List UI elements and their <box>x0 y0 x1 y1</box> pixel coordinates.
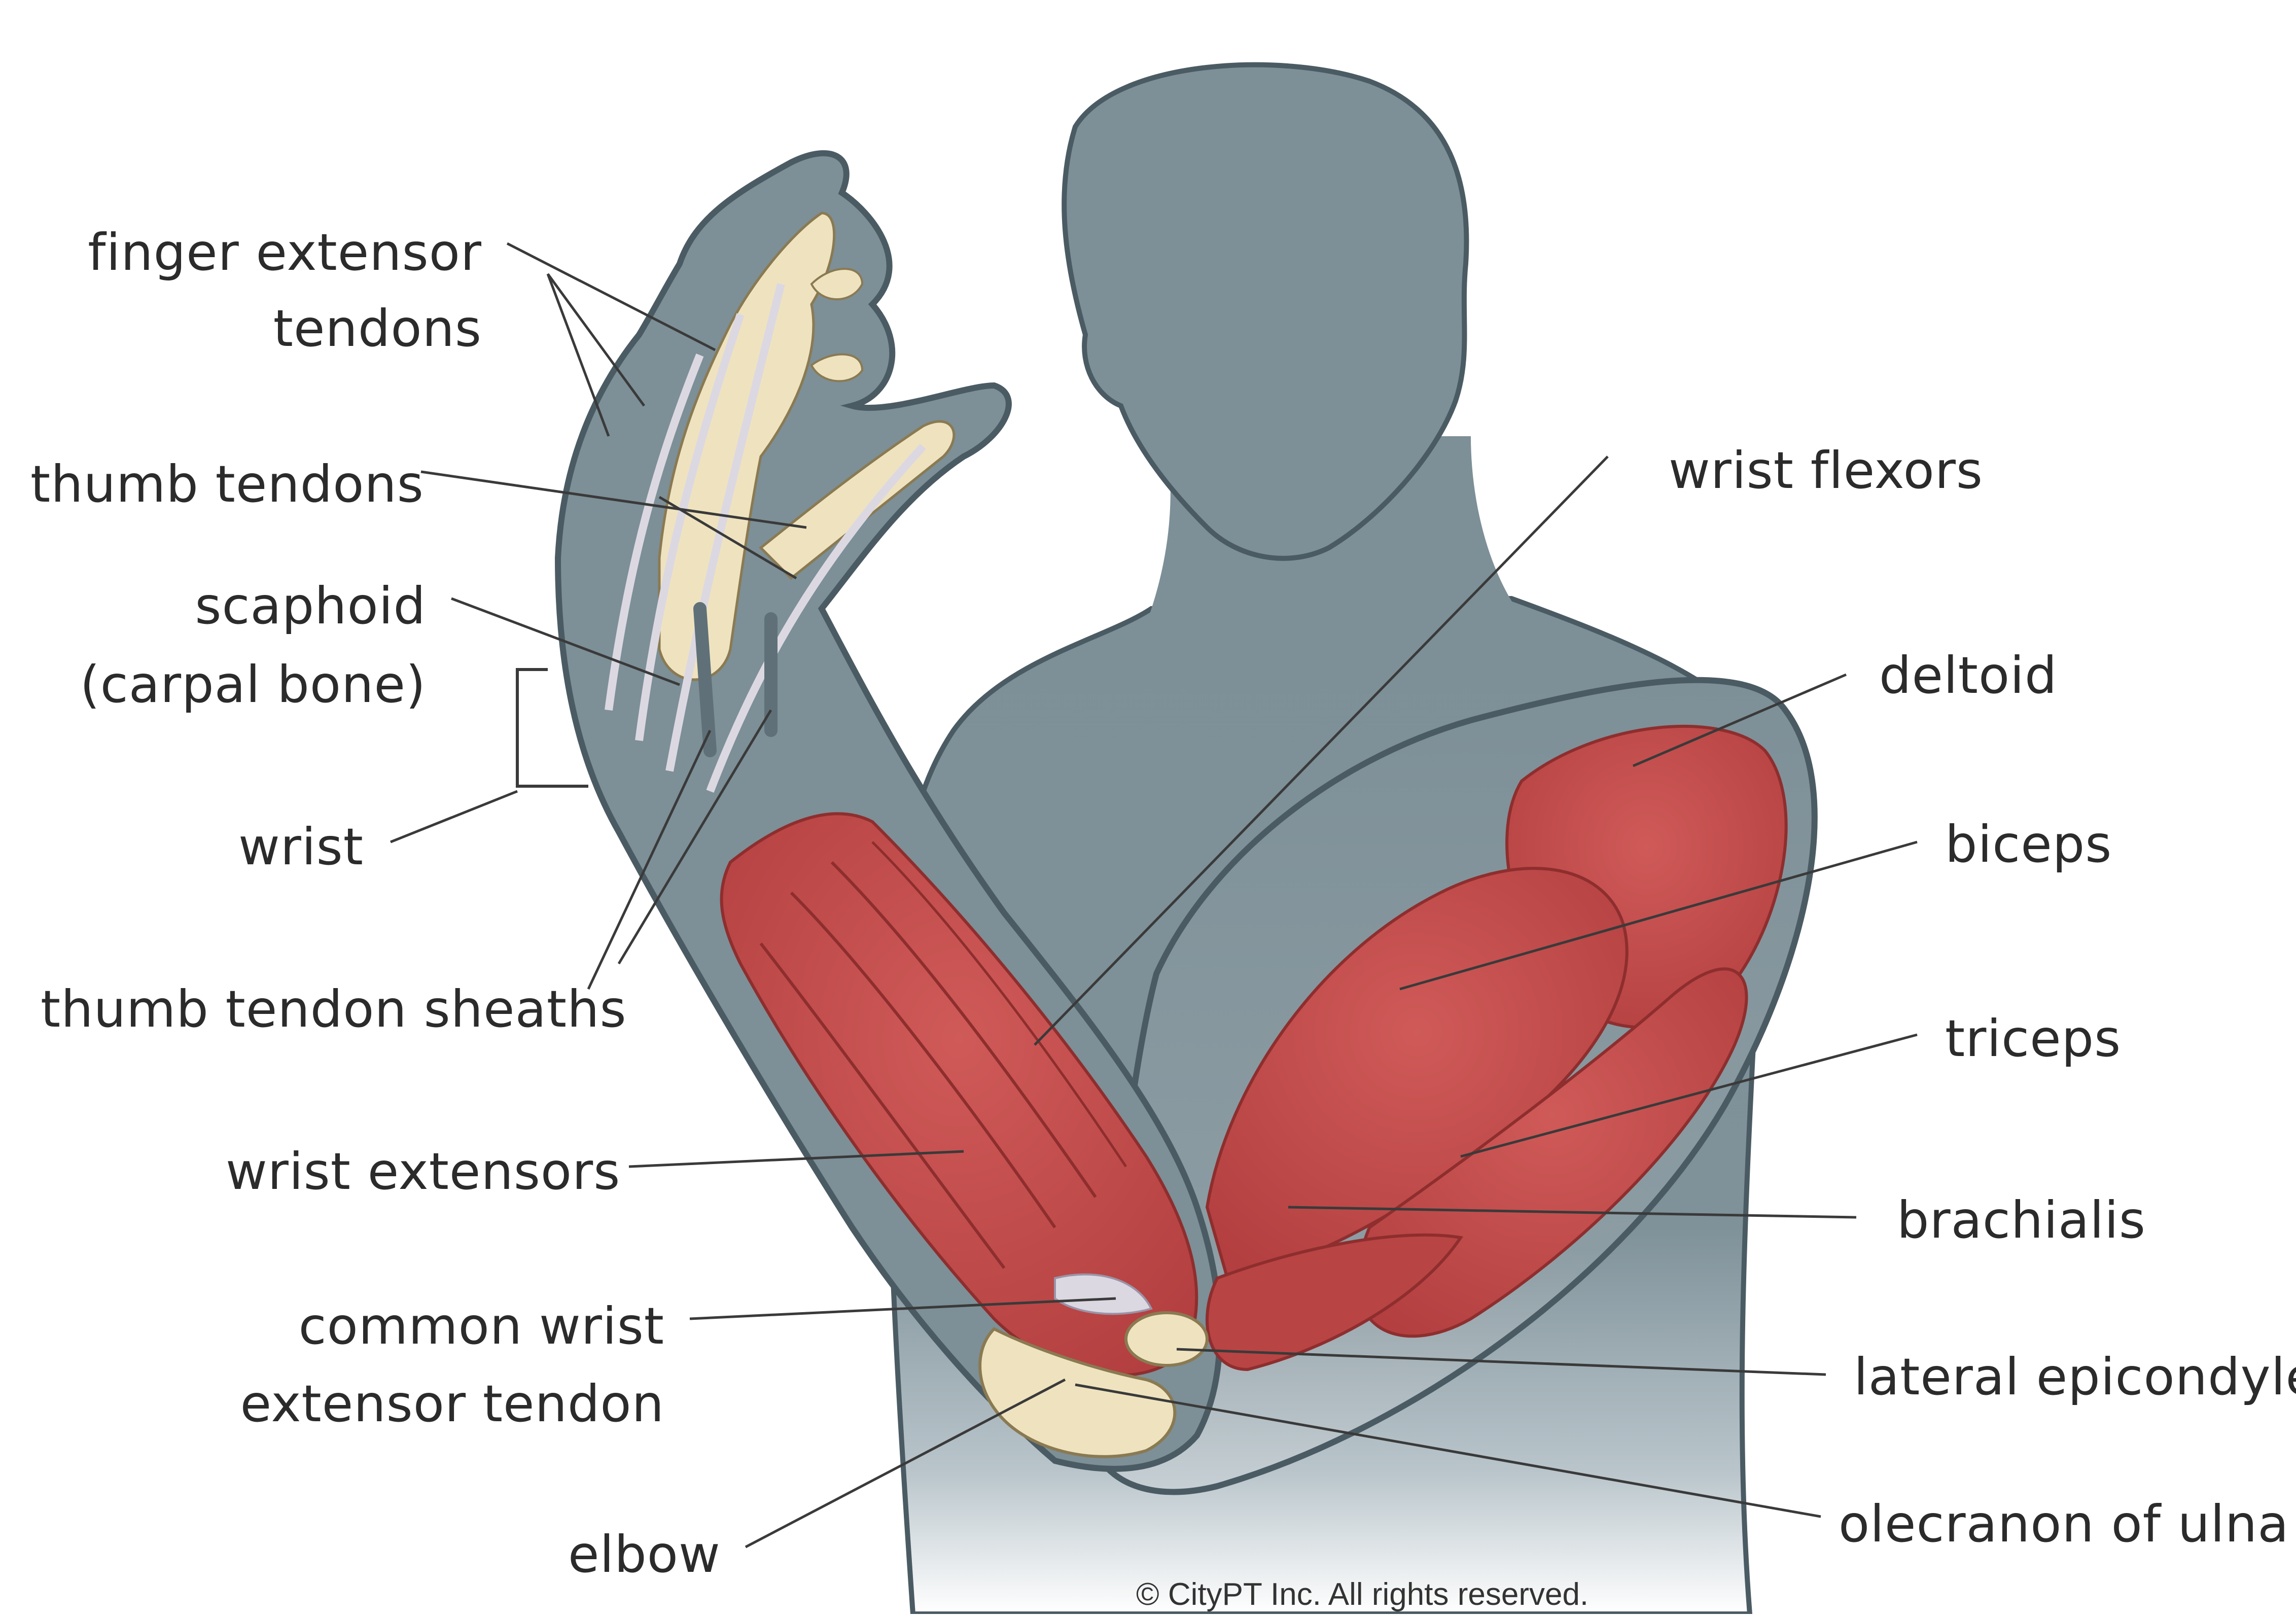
label-finger-extensor-line2: tendons <box>61 303 482 354</box>
leader-wrist <box>391 791 517 842</box>
label-wrist-flexors: wrist flexors <box>1669 445 1983 496</box>
label-wrist: wrist <box>238 822 364 872</box>
label-deltoid: deltoid <box>1879 650 2057 701</box>
label-common-wrist-line2: extensor tendon <box>101 1379 664 1429</box>
label-lateral-epicondyle: lateral epicondyle <box>1854 1352 2296 1402</box>
label-finger-extensor-line1: finger extensor <box>61 227 482 278</box>
label-brachialis: brachialis <box>1897 1195 2146 1246</box>
label-wrist-extensors: wrist extensors <box>226 1146 620 1197</box>
label-scaphoid-line1: scaphoid <box>61 581 426 631</box>
leader-finger-extensor <box>548 274 609 436</box>
copyright-credit: © CityPT Inc. All rights reserved. <box>1136 1576 1588 1612</box>
label-olecranon: olecranon of ulna <box>1839 1499 2289 1550</box>
label-thumb-tendon-sheaths: thumb tendon sheaths <box>41 984 627 1035</box>
label-elbow: elbow <box>568 1529 721 1580</box>
label-common-wrist-line1: common wrist <box>101 1301 664 1352</box>
label-thumb-tendons: thumb tendons <box>30 459 424 510</box>
leader-finger-extensor <box>548 274 644 406</box>
label-scaphoid-line2: (carpal bone) <box>61 659 426 710</box>
lateral-epicondyle-bone <box>1126 1313 1207 1365</box>
label-triceps: triceps <box>1945 1013 2121 1064</box>
label-biceps: biceps <box>1945 819 2112 870</box>
